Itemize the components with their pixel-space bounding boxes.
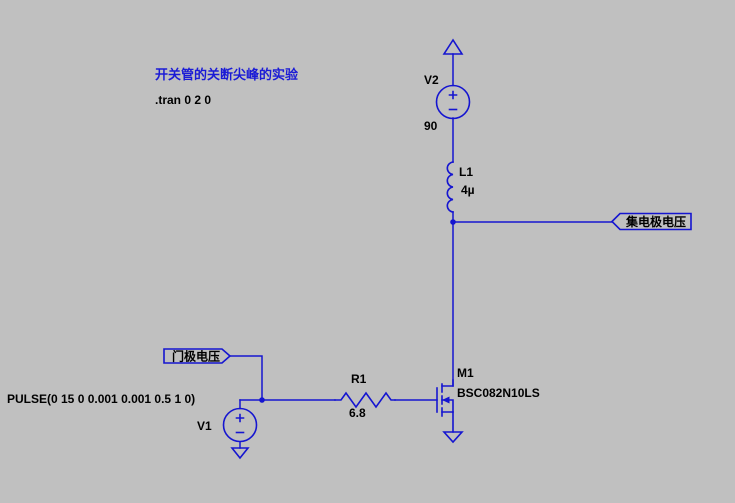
- v1-value-label[interactable]: PULSE(0 15 0 0.001 0.001 0.5 1 0): [7, 392, 195, 406]
- v2-name-label[interactable]: V2: [424, 73, 439, 87]
- m1-name-label[interactable]: M1: [457, 366, 474, 380]
- m1-source-lead[interactable]: [441, 411, 454, 433]
- r1-value-label[interactable]: 6.8: [349, 406, 366, 420]
- v2-voltage-source[interactable]: [435, 84, 471, 120]
- v2-body[interactable]: [435, 84, 471, 120]
- v1-voltage-source[interactable]: [222, 407, 258, 443]
- m1-body-arrow: [442, 396, 450, 404]
- mosfet-m1-symbol[interactable]: [436, 379, 454, 433]
- collector-flag-label[interactable]: 集电极电压: [625, 214, 686, 229]
- v1-body[interactable]: [222, 407, 258, 443]
- junction-dot-collector-node: [450, 219, 456, 225]
- net-flag-collector[interactable]: 集电极电压: [610, 212, 692, 231]
- net-flag-gate[interactable]: 门极电压: [163, 348, 232, 364]
- gate-flag-label[interactable]: 门极电压: [172, 349, 220, 364]
- r1-name-label[interactable]: R1: [351, 372, 367, 386]
- supply-flag-symbol[interactable]: [442, 38, 464, 55]
- wires: [229, 53, 613, 449]
- junction-dot-gate-node: [259, 397, 265, 403]
- spice-directive[interactable]: .tran 0 2 0: [155, 93, 211, 107]
- gate-flag-outline[interactable]: [163, 348, 232, 364]
- v2-value-label[interactable]: 90: [424, 119, 438, 133]
- v1-plus-sign: [235, 413, 245, 423]
- l1-value-label[interactable]: 4µ: [461, 183, 475, 197]
- v2-plus-sign: [448, 90, 458, 100]
- v1-name-label[interactable]: V1: [197, 419, 212, 433]
- ground-symbol-v1[interactable]: [230, 447, 250, 460]
- wire-gate-flag-drop[interactable]: [229, 355, 263, 401]
- ground-symbol-m1[interactable]: [442, 431, 464, 444]
- m1-value-label[interactable]: BSC082N10LS: [457, 386, 540, 400]
- resistor-r1-symbol[interactable]: [334, 391, 396, 409]
- m1-drain-lead[interactable]: [441, 379, 454, 387]
- inductor-l1-symbol[interactable]: [446, 161, 454, 213]
- collector-flag-outline[interactable]: [610, 212, 692, 231]
- l1-name-label[interactable]: L1: [459, 165, 473, 179]
- schematic-title-comment[interactable]: 开关管的关断尖峰的实验: [155, 67, 299, 82]
